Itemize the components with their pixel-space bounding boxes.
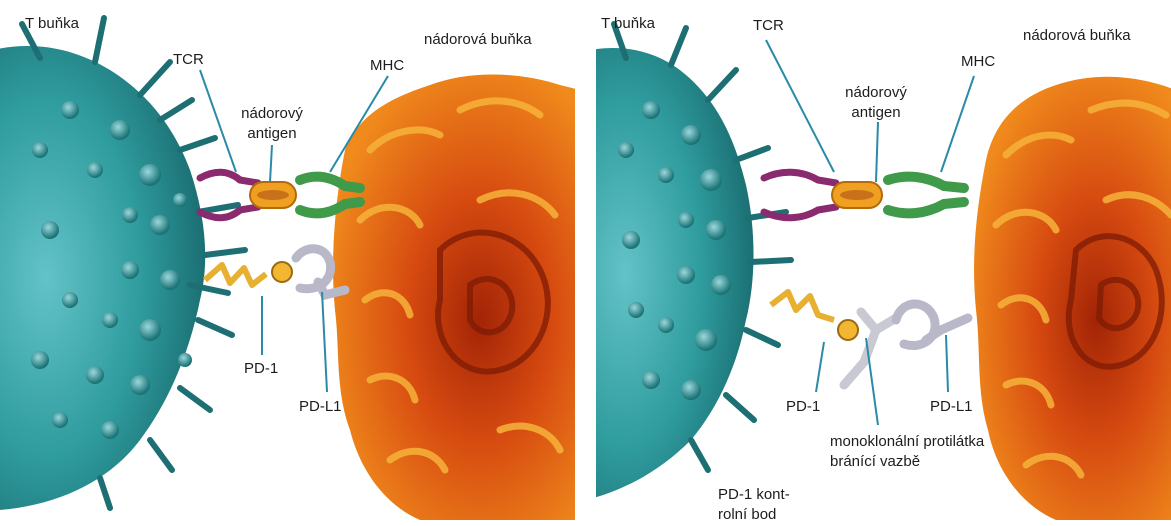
panel-antibody-blocking: T buňka TCR nádorový antigen MHC nádorov…	[596, 0, 1171, 526]
label-antigen-line1: nádorový	[222, 104, 322, 123]
tumor-cell	[333, 74, 575, 520]
label-antigen-line2: antigen	[826, 103, 926, 122]
label-antigen-line1: nádorový	[826, 83, 926, 102]
label-pd1: PD-1	[244, 359, 278, 378]
label-mhc: MHC	[961, 52, 995, 71]
label-pd1: PD-1	[786, 397, 820, 416]
label-t-cell: T buňka	[601, 14, 655, 33]
label-mhc: MHC	[370, 56, 404, 75]
label-pdl1: PD-L1	[299, 397, 342, 416]
label-tcr: TCR	[753, 16, 784, 35]
label-antigen-line2: antigen	[222, 124, 322, 143]
label-checkpoint-line1: PD-1 kont-	[718, 485, 790, 504]
tumor-antigen	[832, 182, 882, 208]
pd1-receptor	[205, 262, 292, 285]
panel-divider	[577, 0, 595, 526]
label-tumor-cell: nádorová buňka	[1023, 26, 1131, 45]
panel-pd1-binding: T buňka TCR nádorový antigen MHC nádorov…	[0, 0, 575, 526]
label-tumor-cell: nádorová buňka	[424, 30, 532, 49]
label-pdl1: PD-L1	[930, 397, 973, 416]
label-checkpoint-line2: rolní bod	[718, 505, 776, 524]
mhc-molecule	[888, 177, 964, 214]
tumor-cell	[974, 77, 1171, 520]
label-tcr: TCR	[173, 50, 204, 69]
pdl1-ligand	[896, 304, 968, 346]
pd1-receptor	[771, 292, 858, 340]
t-cell	[596, 24, 791, 500]
label-antibody-line1: monoklonální protilátka	[830, 432, 984, 451]
left-illustration	[0, 0, 575, 526]
label-antibody-line2: bránící vazbě	[830, 452, 920, 471]
label-t-cell: T buňka	[25, 14, 79, 33]
tumor-antigen	[250, 182, 296, 208]
